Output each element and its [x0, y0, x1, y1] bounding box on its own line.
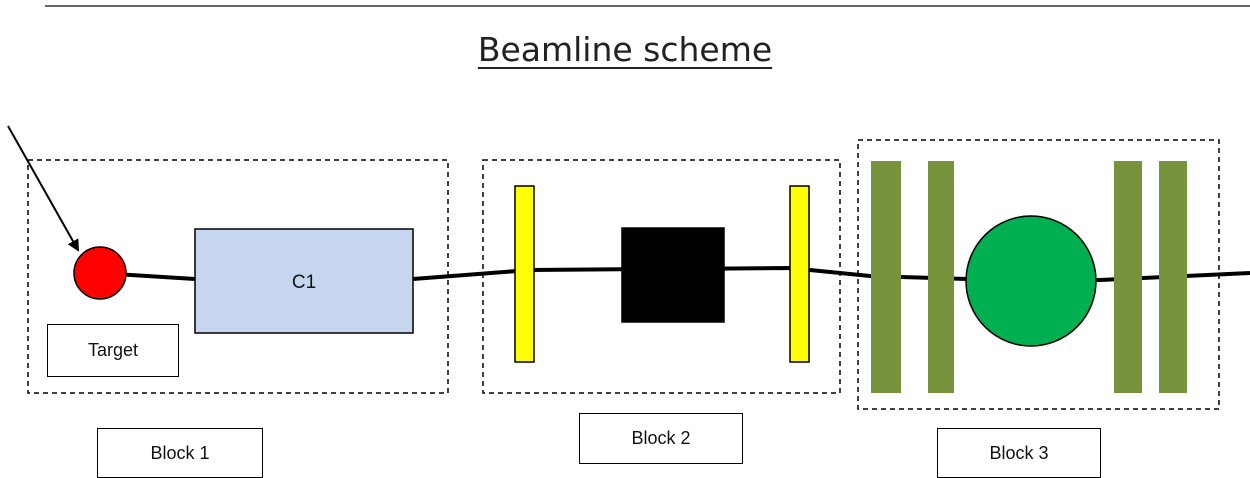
yellow-plate-left [514, 185, 535, 363]
block-3-label: Block 3 [937, 428, 1101, 478]
beam-arrow [7, 125, 79, 252]
target-label: Target [47, 324, 179, 377]
diagram-title: Beamline scheme [477, 30, 773, 69]
c1-label: C1 [292, 272, 316, 293]
green-plate-3 [1114, 161, 1142, 393]
c1-box [194, 228, 414, 334]
block-2-frame [482, 159, 841, 394]
block-1-frame [27, 159, 449, 394]
yellow-plate-right [789, 185, 810, 363]
green-circle [965, 215, 1097, 347]
green-plate-4 [1159, 161, 1187, 393]
black-box [621, 227, 725, 323]
green-plate-1 [871, 161, 901, 393]
target-circle [73, 246, 127, 300]
block-2-label: Block 2 [579, 413, 743, 464]
block-1-label: Block 1 [97, 428, 263, 478]
green-plate-2 [928, 161, 954, 393]
